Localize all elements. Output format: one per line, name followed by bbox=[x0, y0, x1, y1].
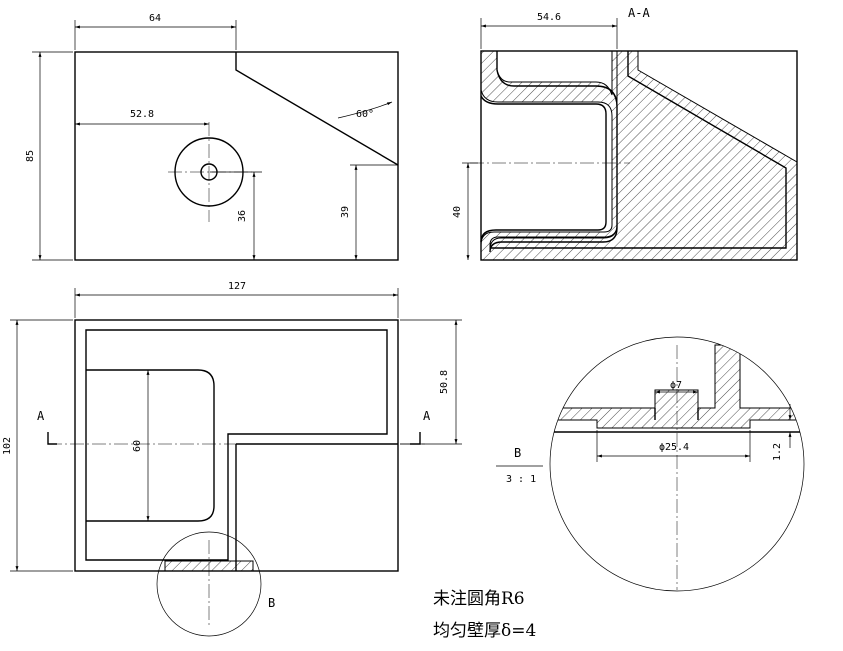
section-mark-right: A bbox=[423, 409, 431, 423]
detail-label: B bbox=[514, 446, 521, 460]
section-title: A-A bbox=[628, 6, 650, 20]
section-inner-slope bbox=[490, 51, 787, 249]
section-inner-cavity-1 bbox=[489, 51, 618, 253]
dim-39: 39 bbox=[340, 206, 351, 218]
top-inner-pocket bbox=[86, 369, 215, 522]
section-mark-right-arrow bbox=[410, 432, 421, 445]
dim-phi25-4: ϕ25.4 bbox=[659, 442, 689, 453]
detail-view-b: ϕ7 ϕ25.4 1.2 B 3 : 1 bbox=[496, 336, 805, 592]
detail-hole-walls bbox=[654, 408, 699, 420]
section-outline bbox=[480, 50, 798, 261]
section-inner-cavity-2 bbox=[480, 95, 607, 243]
detail-circle-small bbox=[156, 531, 262, 637]
dim-54-6: 54.6 bbox=[537, 12, 561, 23]
dim-phi7: ϕ7 bbox=[670, 380, 682, 391]
dim-85: 85 bbox=[25, 150, 36, 162]
dim-60: 60 bbox=[132, 440, 143, 452]
top-view: A A 127 102 60 50.8 B bbox=[2, 281, 462, 637]
detail-scale: 3 : 1 bbox=[506, 474, 536, 485]
dim-40: 40 bbox=[452, 206, 463, 218]
dim-127: 127 bbox=[228, 281, 246, 292]
dim-64: 64 bbox=[149, 13, 161, 24]
section-view-a-a: A-A 54.6 40 bbox=[452, 6, 798, 261]
dim-36: 36 bbox=[237, 210, 248, 222]
section-mark-left: A bbox=[37, 409, 45, 423]
front-outline bbox=[74, 51, 399, 261]
section-mark-left-arrow bbox=[47, 432, 57, 445]
dim-102: 102 bbox=[2, 437, 13, 455]
dim-60deg: 60° bbox=[356, 109, 374, 120]
dim-1-2: 1.2 bbox=[772, 443, 783, 461]
note-fillet: 未注圆角R6 bbox=[433, 589, 525, 609]
front-slope-edge bbox=[235, 52, 399, 166]
dim-50-8: 50.8 bbox=[439, 370, 450, 394]
top-inner-wall-1 bbox=[85, 329, 388, 561]
detail-circle-large bbox=[549, 336, 805, 592]
notes: 未注圆角R6 均匀壁厚δ=4 bbox=[433, 589, 536, 641]
front-view: 64 85 52.8 60° 36 39 bbox=[25, 13, 399, 261]
note-wall-thickness: 均匀壁厚δ=4 bbox=[433, 621, 536, 641]
dim-arc-60 bbox=[337, 101, 393, 119]
dim-52-8: 52.8 bbox=[130, 109, 154, 120]
detail-mark: B bbox=[268, 596, 275, 610]
